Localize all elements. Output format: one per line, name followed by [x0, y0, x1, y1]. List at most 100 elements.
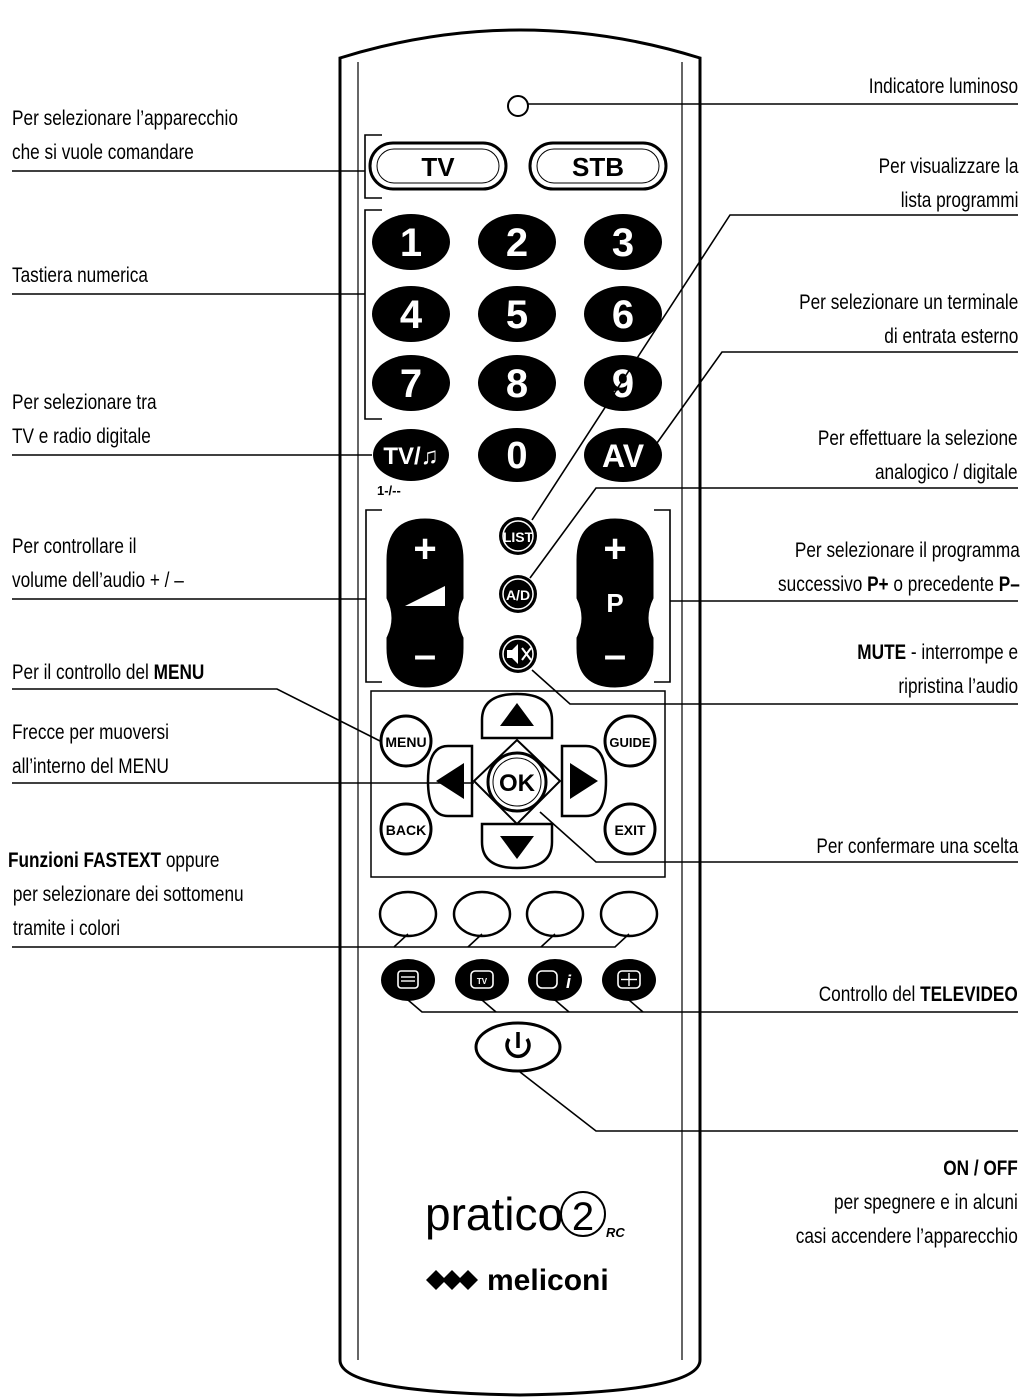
line-mute [531, 669, 1018, 705]
fastext-green-button[interactable] [452, 890, 512, 938]
line-menu [12, 688, 381, 742]
label-ok: Per confermare una scelta [816, 835, 1018, 858]
digit-1-button[interactable]: 1 [372, 214, 450, 270]
line-list [531, 214, 1018, 521]
teletext-info-button[interactable]: i [528, 959, 582, 1001]
back-button-label: BACK [386, 822, 426, 838]
guide-button-label: GUIDE [609, 735, 651, 750]
volume-minus-label: – [414, 633, 436, 677]
list-button-label: LIST [503, 529, 534, 545]
back-button[interactable]: BACK [379, 802, 433, 856]
info-icon: i [566, 972, 572, 992]
teletext-size-button[interactable] [602, 959, 656, 1001]
tv-radio-button[interactable]: TV/♫ [373, 429, 449, 481]
subtitle-icon [536, 970, 558, 989]
pratico-logo: pratico 2 RC [425, 1188, 625, 1240]
digit-3-label: 3 [612, 221, 634, 265]
volume-rocker[interactable]: + – [386, 518, 464, 688]
label-device-select: Per selezionare l’apparecchio che si vuo… [12, 107, 238, 164]
arrow-right-icon [570, 763, 598, 799]
fastext-yellow-button[interactable] [525, 890, 585, 938]
bracket-keypad [364, 209, 382, 420]
line-ad [529, 487, 1018, 579]
label-list: Per visualizzare la lista programmi [878, 155, 1018, 212]
av-button[interactable]: AV [584, 428, 662, 482]
teletext-on-button[interactable] [381, 959, 435, 1001]
fastext-buttons [378, 890, 659, 938]
label-power: ON / OFF per spegnere e in alcuni casi a… [795, 1157, 1018, 1248]
label-fastext: Funzioni FASTEXT oppure per selezionare … [8, 849, 244, 940]
digit-0-label: 0 [506, 435, 527, 477]
label-arrows: Frecce per muoversi all’interno del MENU [12, 721, 169, 778]
label-teletext: Controllo del TELEVIDEO [818, 983, 1018, 1006]
digit-8-label: 8 [506, 362, 528, 406]
mute-button[interactable] [499, 635, 537, 673]
arrow-left-icon [436, 763, 464, 799]
fastext-red-button[interactable] [378, 890, 438, 938]
line-ok [539, 811, 1018, 863]
ok-button[interactable]: OK [486, 751, 548, 813]
guide-button[interactable]: GUIDE [603, 714, 657, 768]
label-menu: Per il controllo del MENU [12, 661, 205, 684]
tv-button-label: TV [421, 152, 455, 182]
program-rocker[interactable]: + P – [576, 518, 654, 688]
arrow-left-button[interactable] [426, 744, 474, 818]
exit-button[interactable]: EXIT [603, 802, 657, 856]
program-minus-label: – [604, 633, 626, 677]
power-button[interactable] [474, 1021, 562, 1073]
brand-model-suffix: RC [606, 1225, 625, 1240]
label-av: Per selezionare un terminale di entrata … [798, 291, 1018, 348]
digit-8-button[interactable]: 8 [478, 355, 556, 411]
bracket-device [364, 134, 382, 199]
digit-2-button[interactable]: 2 [478, 214, 556, 270]
digit-9-button[interactable]: 9 [584, 355, 662, 411]
mute-icon [507, 644, 532, 664]
digit-7-button[interactable]: 7 [372, 355, 450, 411]
label-volume: Per controllare il volume dell’audio + /… [12, 535, 184, 592]
arrow-right-button[interactable] [560, 744, 608, 818]
line-teletext [407, 999, 1018, 1013]
size-icon [617, 970, 641, 989]
teletext-buttons: TV i [381, 959, 656, 1001]
list-button[interactable]: LIST [499, 517, 537, 555]
digit-1-label: 1 [400, 221, 422, 265]
fastext-blue-button[interactable] [599, 890, 659, 938]
tv-radio-sublabel: 1-/-- [377, 483, 401, 498]
label-tv-radio: Per selezionare tra TV e radio digitale [12, 391, 157, 448]
digit-5-button[interactable]: 5 [478, 286, 556, 342]
program-plus-label: + [603, 527, 626, 571]
ad-button[interactable]: A/D [499, 575, 537, 613]
power-icon [505, 1032, 531, 1059]
digit-3-button[interactable]: 3 [584, 214, 662, 270]
menu-button-label: MENU [385, 734, 426, 750]
teletext-page-icon [397, 970, 419, 989]
bracket-volume [365, 509, 382, 683]
svg-text:TV: TV [477, 977, 488, 986]
digit-9-label: 9 [612, 362, 634, 406]
stb-button[interactable]: STB [528, 141, 668, 191]
label-led: Indicatore luminoso [868, 75, 1018, 98]
arrow-up-button[interactable] [480, 692, 554, 740]
teletext-tv-button[interactable]: TV [455, 959, 509, 1001]
digit-2-label: 2 [506, 221, 528, 265]
label-program: Per selezionare il programma successivo … [778, 539, 1020, 596]
digit-6-button[interactable]: 6 [584, 286, 662, 342]
arrow-down-button[interactable] [480, 822, 554, 870]
tv-radio-label: TV/♫ [383, 443, 438, 470]
brackets [364, 134, 671, 683]
label-keypad: Tastiera numerica [12, 264, 148, 287]
label-ad: Per effettuare la selezione analogico / … [818, 427, 1018, 484]
digit-4-button[interactable]: 4 [372, 286, 450, 342]
meliconi-diamonds-icon [426, 1270, 478, 1290]
led-indicator [507, 95, 529, 117]
arrow-down-icon [500, 836, 534, 859]
brand-maker: meliconi [487, 1264, 609, 1297]
ok-button-label: OK [499, 770, 536, 797]
program-p-label: P [606, 588, 623, 618]
tv-button[interactable]: TV [368, 141, 508, 191]
digit-0-button[interactable]: 0 [478, 428, 556, 482]
exit-button-label: EXIT [614, 822, 646, 838]
menu-button[interactable]: MENU [379, 714, 433, 768]
